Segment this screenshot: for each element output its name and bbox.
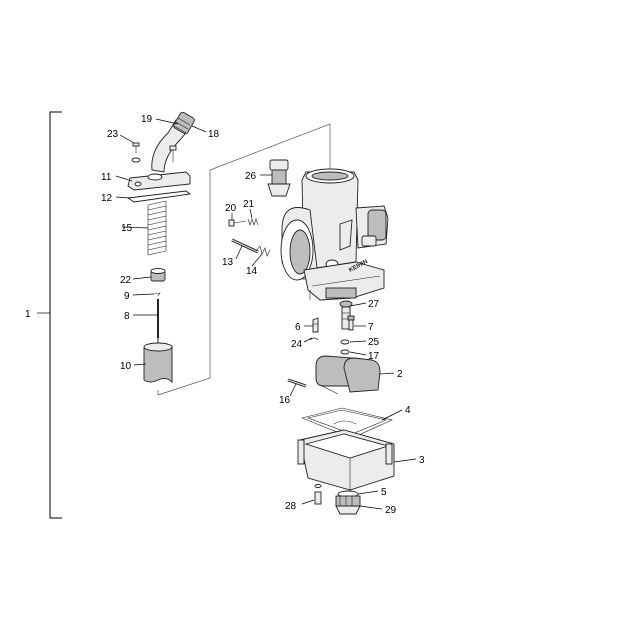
bowl-gasket-4 <box>301 407 393 439</box>
washer-25 <box>340 339 350 345</box>
top-cover-11 <box>127 171 191 191</box>
cable-elbow-19 <box>151 111 195 173</box>
callout-21: 21 <box>243 199 255 210</box>
washer-17 <box>340 349 350 355</box>
carburetor-body: KEIHIN <box>280 168 389 301</box>
callout-15: 15 <box>121 223 133 234</box>
float-2 <box>315 355 381 395</box>
spring-21 <box>247 218 259 226</box>
callout-17: 17 <box>368 351 380 362</box>
pin-13 <box>231 238 259 254</box>
screw-top-right <box>169 145 177 162</box>
gasket-12 <box>126 190 192 203</box>
cap-26 <box>267 159 291 197</box>
screw-23 <box>131 142 141 163</box>
callout-8: 8 <box>124 311 130 322</box>
callout-5: 5 <box>381 487 387 498</box>
callout-6: 6 <box>295 322 301 333</box>
spring-15 <box>147 200 167 256</box>
float-bowl-3 <box>297 429 395 491</box>
callout-23: 23 <box>107 129 119 140</box>
callout-9: 9 <box>124 291 130 302</box>
callout-4: 4 <box>405 405 411 416</box>
callout-10: 10 <box>120 361 132 372</box>
callout-11: 11 <box>101 172 112 183</box>
screw-28 <box>314 484 322 505</box>
callout-labels: 1 2 3 4 5 6 7 8 9 10 11 12 13 14 15 16 1… <box>25 114 425 516</box>
callout-20: 20 <box>225 203 237 214</box>
callout-1: 1 <box>25 309 31 320</box>
callout-2: 2 <box>397 369 403 380</box>
float-pin-16 <box>287 378 307 388</box>
needle-seat-22 <box>150 268 166 282</box>
callout-24: 24 <box>291 339 303 350</box>
callout-7: 7 <box>368 322 374 333</box>
leader-lines <box>115 118 417 510</box>
throttle-slide-10 <box>143 342 173 384</box>
drain-plug-29 <box>335 495 361 515</box>
slide-group-frame <box>157 123 331 396</box>
callout-3: 3 <box>419 455 425 466</box>
screw-20 <box>228 219 247 227</box>
callout-18: 18 <box>208 129 220 140</box>
callout-14: 14 <box>246 266 258 277</box>
callout-12: 12 <box>101 193 113 204</box>
callout-26: 26 <box>245 171 257 182</box>
callout-19: 19 <box>141 114 153 125</box>
callout-28: 28 <box>285 501 297 512</box>
assembly-bracket <box>49 111 62 519</box>
jet-7 <box>347 315 355 331</box>
spring-14 <box>255 245 271 257</box>
callout-25: 25 <box>368 337 380 348</box>
clip-9 <box>153 292 161 297</box>
callout-29: 29 <box>385 505 397 516</box>
callout-27: 27 <box>368 299 380 310</box>
ring-24 <box>309 337 319 341</box>
callout-22: 22 <box>120 275 132 286</box>
pilot-jet-6 <box>312 317 319 333</box>
callout-16: 16 <box>279 395 291 406</box>
callout-13: 13 <box>222 257 234 268</box>
